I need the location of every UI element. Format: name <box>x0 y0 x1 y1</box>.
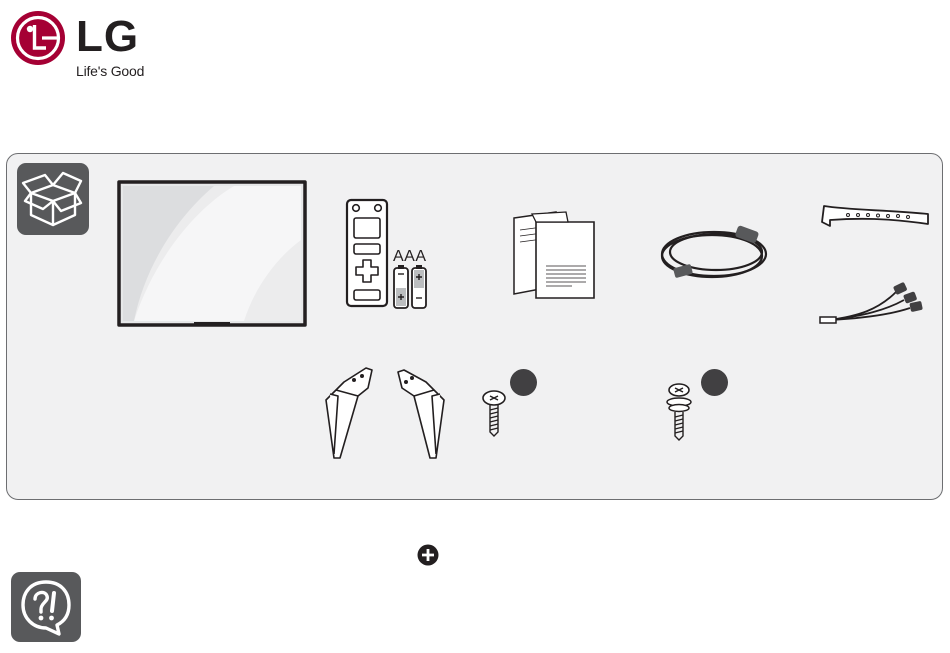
open-box-icon <box>17 163 89 235</box>
plus-circle-icon <box>417 544 439 566</box>
power-cord-icon <box>656 222 776 282</box>
manual-icon <box>512 210 596 302</box>
av-cable-icon <box>818 280 933 328</box>
lg-logo: LG Life's Good <box>10 10 170 85</box>
remote-control-icon <box>345 198 389 308</box>
lg-face-logo-icon <box>10 10 66 66</box>
quantity-badge-2 <box>701 369 728 396</box>
battery-icon <box>392 264 428 310</box>
question-exclamation-icon <box>11 572 81 642</box>
screw-icon <box>480 388 510 438</box>
lg-wordmark: LG <box>76 12 139 62</box>
tv-icon <box>114 180 310 330</box>
screw-with-washer-icon <box>664 382 696 442</box>
lg-tagline: Life's Good <box>76 63 144 79</box>
stand-leg-icon <box>322 366 448 462</box>
cable-tie-icon <box>818 196 933 232</box>
quantity-badge-1 <box>510 369 537 396</box>
